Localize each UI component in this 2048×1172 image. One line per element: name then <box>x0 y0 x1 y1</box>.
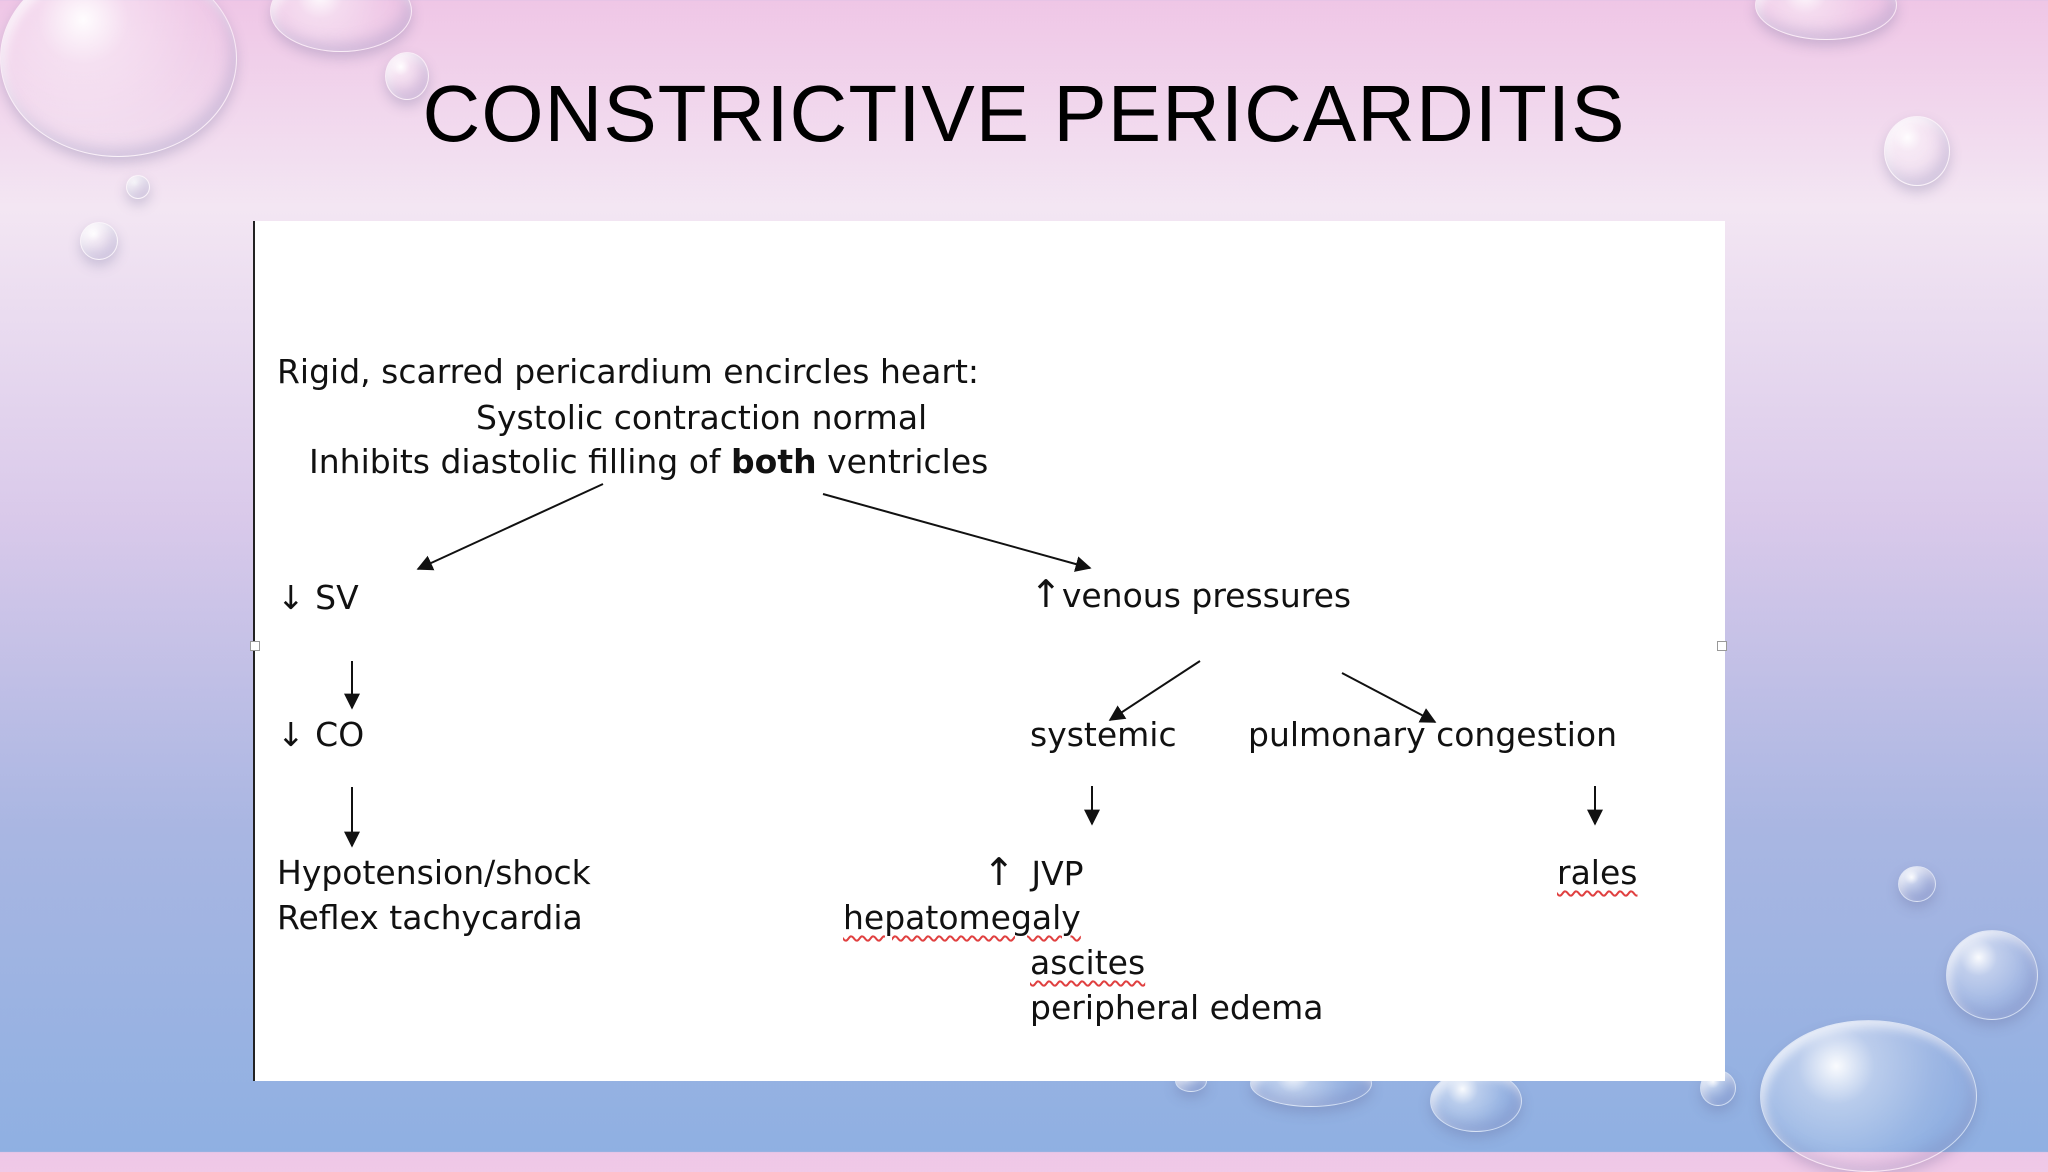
down-arrow-icon: ↓ <box>277 578 305 617</box>
slide-title: CONSTRICTIVE PERICARDITIS <box>422 69 1626 158</box>
water-drop-decoration <box>1946 930 2038 1020</box>
rales-item: rales <box>1557 853 1638 892</box>
water-drop-decoration <box>0 0 237 157</box>
water-drop-decoration <box>80 222 118 260</box>
water-drop-decoration <box>270 0 412 52</box>
water-drop-decoration <box>385 52 429 100</box>
diagram-panel: Rigid, scarred pericardium encircles hea… <box>250 221 1727 1081</box>
header-line-3-bold: both <box>731 442 817 481</box>
header-line-2: Systolic contraction normal <box>476 398 928 437</box>
up-arrow-icon: ↑ <box>983 850 1015 894</box>
water-drop-decoration <box>1755 0 1897 40</box>
jvp-node: ↑ JVP <box>983 853 1084 891</box>
diagram-arrows <box>344 483 1603 848</box>
water-drop-decoration <box>1760 1020 1977 1172</box>
outcome-tachycardia: Reflex tachycardia <box>277 898 583 937</box>
header-line-3-pre: Inhibits diastolic filling of <box>309 442 732 481</box>
water-drop-decoration <box>1884 116 1950 186</box>
arrow-to-systemic <box>1108 660 1201 721</box>
arrow-to-pulmonary <box>1341 672 1437 723</box>
outcome-hypotension: Hypotension/shock <box>277 853 591 892</box>
ascites-label: ascites <box>1030 943 1146 982</box>
venous-pressures-node: ↑venous pressures <box>1030 575 1351 613</box>
hepatomegaly-item: hepatomegaly <box>843 898 1081 937</box>
header-line-3: Inhibits diastolic filling of both ventr… <box>309 445 988 478</box>
water-drop-decoration <box>1898 866 1936 902</box>
co-label: CO <box>315 715 365 754</box>
venous-label: venous pressures <box>1061 576 1352 615</box>
resize-handle-right[interactable] <box>1717 641 1727 651</box>
jvp-label: JVP <box>1031 854 1084 893</box>
up-arrow-icon: ↑ <box>1030 572 1062 616</box>
sv-node: ↓ SV <box>277 581 359 614</box>
arrow-to-venous <box>822 493 1092 572</box>
sv-label: SV <box>315 578 359 617</box>
resize-handle-left[interactable] <box>250 641 260 651</box>
arrow-to-sv <box>416 483 604 571</box>
header-line-1: Rigid, scarred pericardium encircles hea… <box>277 352 980 391</box>
water-drop-decoration <box>126 175 150 199</box>
down-arrow-icon: ↓ <box>277 715 305 754</box>
pulmonary-node: pulmonary congestion <box>1248 715 1617 754</box>
header-line-3-post: ventricles <box>816 442 989 481</box>
ascites-item: ascites <box>1030 946 1145 979</box>
peripheral-edema-item: peripheral edema <box>1030 988 1324 1027</box>
co-node: ↓ CO <box>277 718 364 751</box>
systemic-node: systemic <box>1030 715 1177 754</box>
